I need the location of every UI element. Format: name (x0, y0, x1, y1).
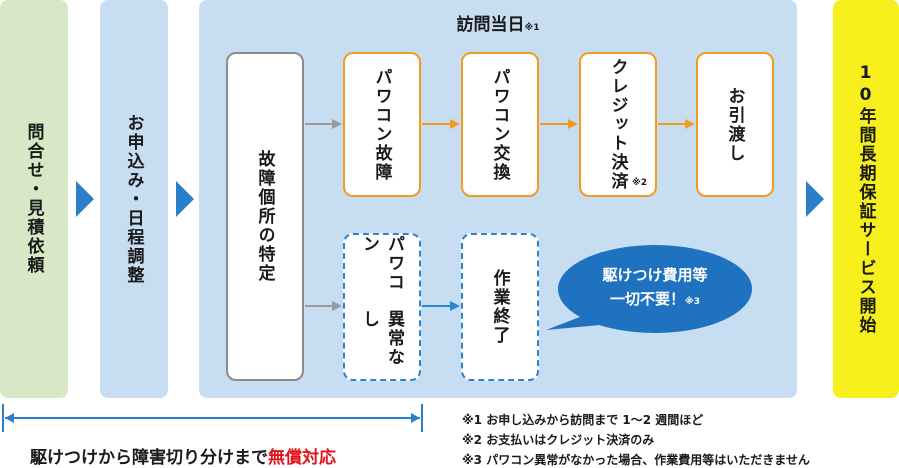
step-pc-failure: パワコン故障 (343, 52, 421, 197)
free-service-bubble (546, 245, 752, 333)
visit-day-title: 訪問当日※1 (456, 15, 540, 35)
step-pc-replace: パワコン交換 (461, 52, 539, 197)
chevron-right-icon (176, 181, 194, 217)
step-identify-fault: 故障個所の特定 (226, 52, 304, 381)
arrow-replace-to-credit (540, 119, 578, 129)
step-handover: お引渡し (696, 52, 774, 197)
stage-apply: お申込み・日程調整 (100, 0, 168, 398)
footnote-1: ※1 お申し込みから訪問まで 1〜2 週間ほど (462, 413, 704, 427)
arrow-normal-to-done (422, 301, 460, 311)
step-work-complete: 作業終了 (461, 233, 539, 381)
chevron-right-icon (76, 181, 94, 217)
bubble-text: 駆けつけ費用等 一切不要！※3 (602, 266, 708, 308)
bubble-note: ※3 (685, 297, 701, 307)
arrow-credit-to-handover (658, 119, 695, 129)
footnote-3: ※3 パワコン異常がなかった場合、作業費用等はいただきません (462, 453, 810, 467)
stage-apply-label: お申込み・日程調整 (123, 113, 144, 285)
free-highlight: 無償対応 (268, 448, 336, 468)
stage-inquiry: 問合せ・見積依頼 (0, 0, 68, 398)
arrow-identify-to-failure (305, 119, 342, 129)
stage-warranty: 10年間長期保証サービス開始 (833, 0, 899, 398)
credit-note: ※2 (632, 178, 648, 188)
visit-day-note: ※1 (524, 23, 540, 33)
step-credit-payment: クレジット決済 ※2 (579, 52, 657, 197)
free-service-caption: 駆けつけから障害切り分けまで無償対応 (30, 448, 336, 468)
footnote-2: ※2 お支払いはクレジット決済のみ (462, 433, 655, 447)
chevron-right-icon (806, 181, 824, 217)
free-range-bracket (2, 404, 423, 432)
arrow-failure-to-replace (422, 119, 460, 129)
stage-warranty-label: 10年間長期保証サービス開始 (855, 63, 876, 335)
arrow-identify-to-normal (305, 301, 342, 311)
step-pc-no-fault: パワコン 異常なし (343, 233, 421, 381)
stage-inquiry-label: 問合せ・見積依頼 (23, 123, 44, 275)
